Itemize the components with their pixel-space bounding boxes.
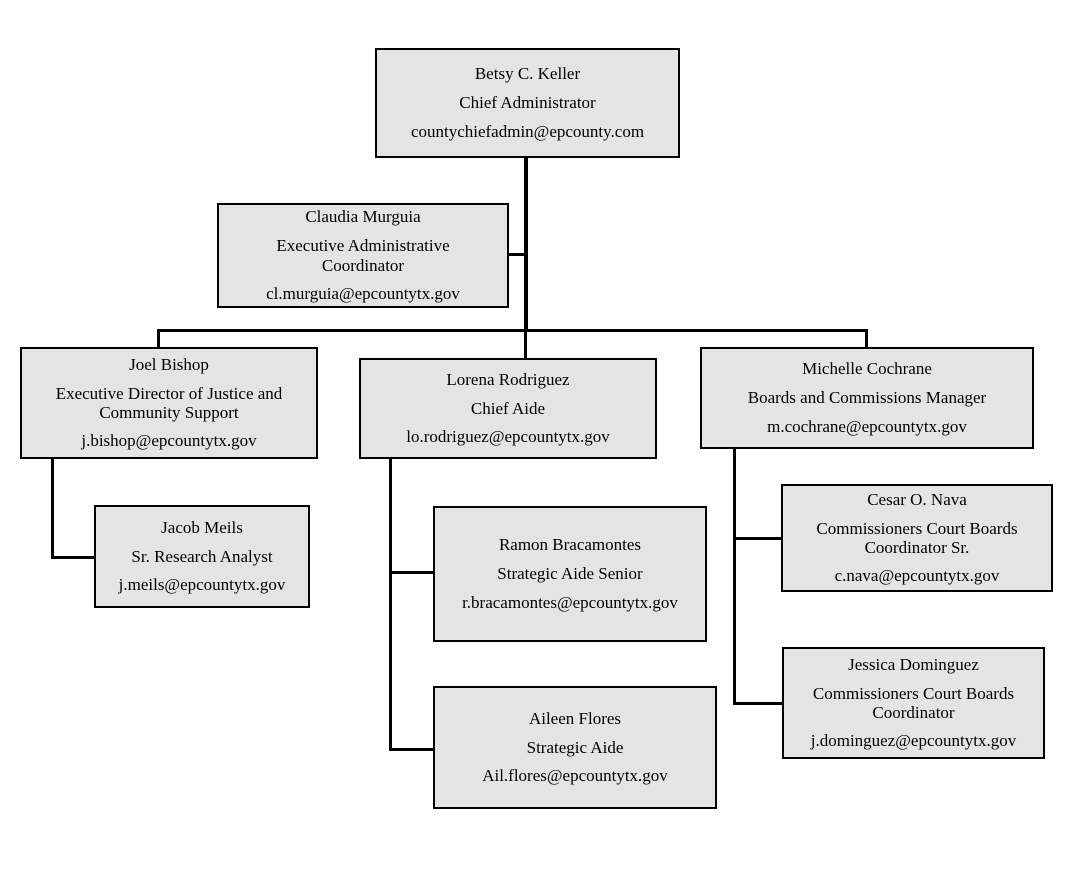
node-title: Sr. Research Analyst [131, 546, 273, 566]
connector-lorena-to-ramon [389, 571, 434, 574]
node-jessica-dominguez[interactable]: Jessica Dominguez Commissioners Court Bo… [782, 647, 1045, 759]
node-title: Chief Administrator [459, 93, 596, 113]
node-title: Strategic Aide [526, 737, 624, 757]
node-title: Executive Administrative Coordinator [276, 236, 450, 275]
node-name: Claudia Murguia [305, 207, 421, 227]
node-email: j.bishop@epcountytx.gov [81, 431, 257, 451]
node-email: cl.murguia@epcountytx.gov [266, 283, 460, 303]
node-name: Lorena Rodriguez [446, 369, 570, 389]
node-name: Ramon Bracamontes [498, 535, 642, 555]
node-title: Boards and Commissions Manager [747, 388, 987, 408]
node-michelle-cochrane[interactable]: Michelle Cochrane Boards and Commissions… [700, 347, 1034, 449]
connector-betsy-to-claudia [508, 253, 526, 256]
node-name: Aileen Flores [528, 708, 622, 728]
connector-lorena-spine [389, 459, 392, 751]
node-title: Chief Aide [470, 398, 546, 418]
node-name: Joel Bishop [129, 354, 209, 374]
node-ramon-bracamontes[interactable]: Ramon Bracamontes Strategic Aide Senior … [433, 506, 707, 642]
connector-bus-to-lorena [524, 329, 527, 358]
connector-michelle-to-cesar [733, 537, 782, 540]
node-title: Commissioners Court Boards Coordinator [812, 683, 1015, 722]
node-email: r.bracamontes@epcountytx.gov [462, 592, 678, 612]
node-name: Betsy C. Keller [474, 64, 581, 84]
connector-bus-to-michelle [865, 329, 868, 347]
node-email: m.cochrane@epcountytx.gov [767, 416, 967, 436]
node-betsy-keller[interactable]: Betsy C. Keller Chief Administrator coun… [375, 48, 680, 158]
connector-joel-spine [51, 459, 54, 559]
connector-lorena-to-aileen [389, 748, 434, 751]
node-name: Cesar O. Nava [867, 489, 967, 509]
node-email: j.dominguez@epcountytx.gov [810, 731, 1017, 751]
node-joel-bishop[interactable]: Joel Bishop Executive Director of Justic… [20, 347, 318, 459]
node-cesar-nava[interactable]: Cesar O. Nava Commissioners Court Boards… [781, 484, 1053, 592]
node-title: Strategic Aide Senior [497, 564, 643, 584]
node-email: c.nava@epcountytx.gov [834, 566, 1000, 586]
node-email: Ail.flores@epcountytx.gov [482, 766, 668, 786]
node-title: Commissioners Court Boards Coordinator S… [816, 518, 1018, 557]
node-name: Jacob Meils [161, 517, 243, 537]
connector-michelle-spine [733, 449, 736, 705]
node-jacob-meils[interactable]: Jacob Meils Sr. Research Analyst j.meils… [94, 505, 310, 608]
node-name: Michelle Cochrane [802, 359, 932, 379]
connector-level2-bus [157, 329, 868, 332]
connector-joel-to-jacob [51, 556, 95, 559]
node-aileen-flores[interactable]: Aileen Flores Strategic Aide Ail.flores@… [433, 686, 717, 809]
node-email: j.meils@epcountytx.gov [118, 575, 286, 595]
node-email: countychiefadmin@epcounty.com [410, 121, 645, 141]
connector-michelle-to-jessica [733, 702, 782, 705]
node-name: Jessica Dominguez [848, 654, 979, 674]
node-claudia-murguia[interactable]: Claudia Murguia Executive Administrative… [217, 203, 509, 308]
node-title: Executive Director of Justice and Commun… [55, 383, 283, 422]
node-email: lo.rodriguez@epcountytx.gov [406, 427, 610, 447]
node-lorena-rodriguez[interactable]: Lorena Rodriguez Chief Aide lo.rodriguez… [359, 358, 657, 459]
connector-betsy-trunk [524, 157, 528, 332]
connector-bus-to-joel [157, 329, 160, 347]
